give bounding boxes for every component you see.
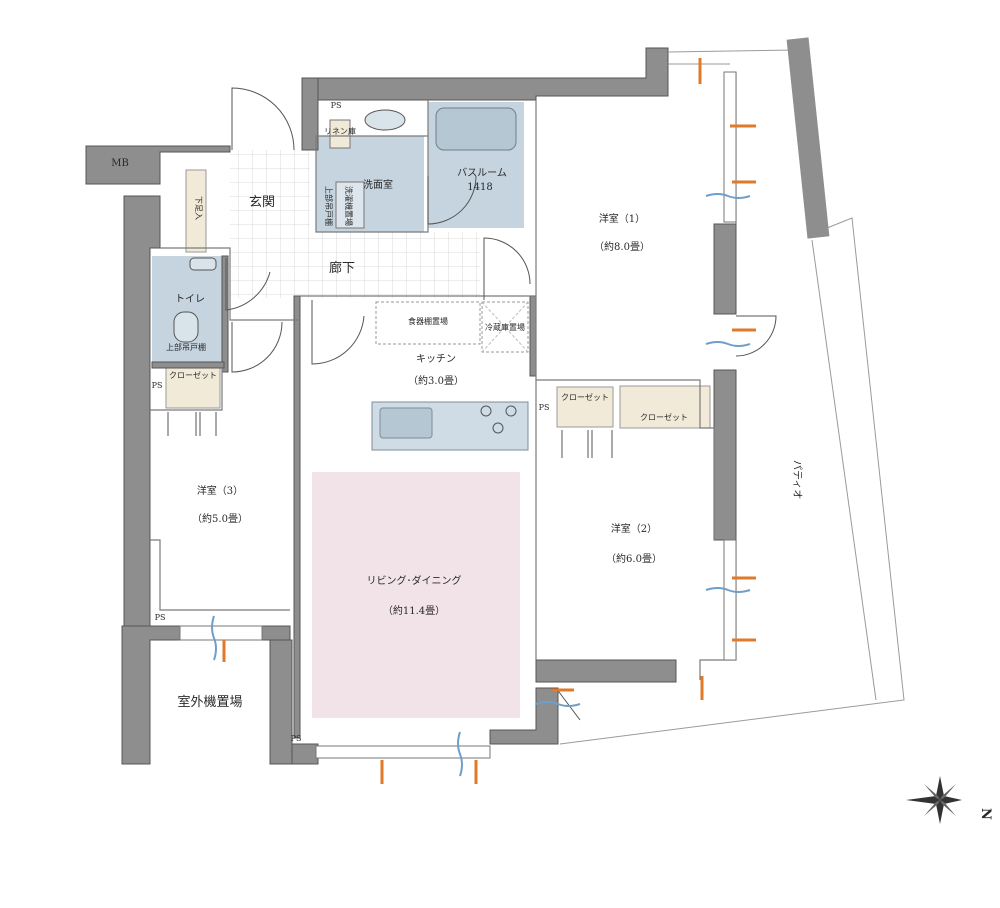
washroom-cabinet-label: 上部吊戸棚 bbox=[324, 186, 334, 226]
closet-3 bbox=[165, 367, 221, 409]
corridor-floor bbox=[230, 232, 480, 298]
kitchen-size-label: （約3.0畳） bbox=[408, 374, 464, 387]
bath-size-label: 1418 bbox=[467, 182, 492, 193]
doors bbox=[167, 87, 777, 721]
washroom-floor bbox=[316, 136, 424, 232]
walls bbox=[85, 47, 737, 765]
ps-label: PS bbox=[331, 101, 342, 110]
north-label: N bbox=[978, 808, 993, 820]
ps-label: PS bbox=[291, 734, 302, 743]
ps-label: PS bbox=[155, 613, 166, 622]
room2-label: 洋室（2） bbox=[611, 522, 657, 535]
kitchen-label: キッチン bbox=[416, 353, 456, 365]
room-labels: MB PS PS PS PS PS リネン庫 上部吊戸棚 洗濯機置場 洗面室 バ… bbox=[111, 101, 993, 820]
shoe-closet bbox=[185, 169, 207, 253]
living-label: リビング･ダイニング bbox=[367, 574, 462, 587]
entrance-floor bbox=[230, 150, 310, 232]
bathroom-label: バスルーム bbox=[457, 167, 507, 179]
closet-2b bbox=[619, 385, 711, 429]
mb-label: MB bbox=[111, 158, 129, 169]
cupboard-area bbox=[375, 301, 481, 345]
ps-label: PS bbox=[539, 403, 550, 412]
closet-2a-label: クローゼット bbox=[561, 392, 609, 402]
washer-label: 洗濯機置場 bbox=[344, 186, 354, 226]
shoe-closet-label: 下足入 bbox=[194, 196, 203, 220]
living-size-label: （約11.4畳） bbox=[383, 604, 445, 617]
bathtub-icon bbox=[435, 107, 517, 151]
breeze-arrows bbox=[211, 58, 756, 784]
living-floor bbox=[312, 472, 520, 718]
washroom-label: 洗面室 bbox=[363, 178, 393, 191]
toilet-label: トイレ bbox=[175, 294, 205, 305]
cupboard-label: 食器棚置場 bbox=[408, 316, 448, 326]
sink-icon bbox=[379, 407, 433, 439]
ps-label: PS bbox=[152, 381, 163, 390]
toilet-cabinet-label: 上部吊戸棚 bbox=[166, 342, 206, 352]
compass-icon bbox=[906, 776, 962, 824]
room1-label: 洋室（1） bbox=[599, 212, 645, 225]
room1-size-label: （約8.0畳） bbox=[594, 240, 650, 253]
closet-3-label: クローゼット bbox=[169, 370, 217, 380]
patio-label: パティオ bbox=[791, 460, 803, 499]
linen-area bbox=[329, 119, 351, 149]
stove-burner-icon bbox=[480, 405, 517, 434]
entrance-label: 玄関 bbox=[249, 195, 275, 210]
toilet-icon bbox=[173, 311, 199, 343]
closet-2a bbox=[556, 386, 614, 428]
fridge-area bbox=[481, 301, 529, 353]
corridor-label: 廊下 bbox=[329, 260, 355, 276]
washbasin-icon bbox=[364, 109, 406, 131]
fridge-label: 冷蔵庫置場 bbox=[485, 322, 525, 332]
toilet-tank bbox=[189, 257, 217, 271]
room3-label: 洋室（3） bbox=[197, 484, 243, 497]
patio-wall bbox=[786, 37, 830, 239]
linen-label: リネン庫 bbox=[324, 126, 356, 136]
outdoor-unit-label: 室外機置場 bbox=[177, 694, 242, 710]
toilet-floor bbox=[152, 256, 222, 362]
room2-size-label: （約6.0畳） bbox=[606, 552, 662, 565]
windows bbox=[179, 71, 737, 759]
closet-2b-label: クローゼット bbox=[640, 412, 688, 422]
washer-area bbox=[335, 181, 365, 229]
room3-size-label: （約5.0畳） bbox=[192, 512, 248, 525]
